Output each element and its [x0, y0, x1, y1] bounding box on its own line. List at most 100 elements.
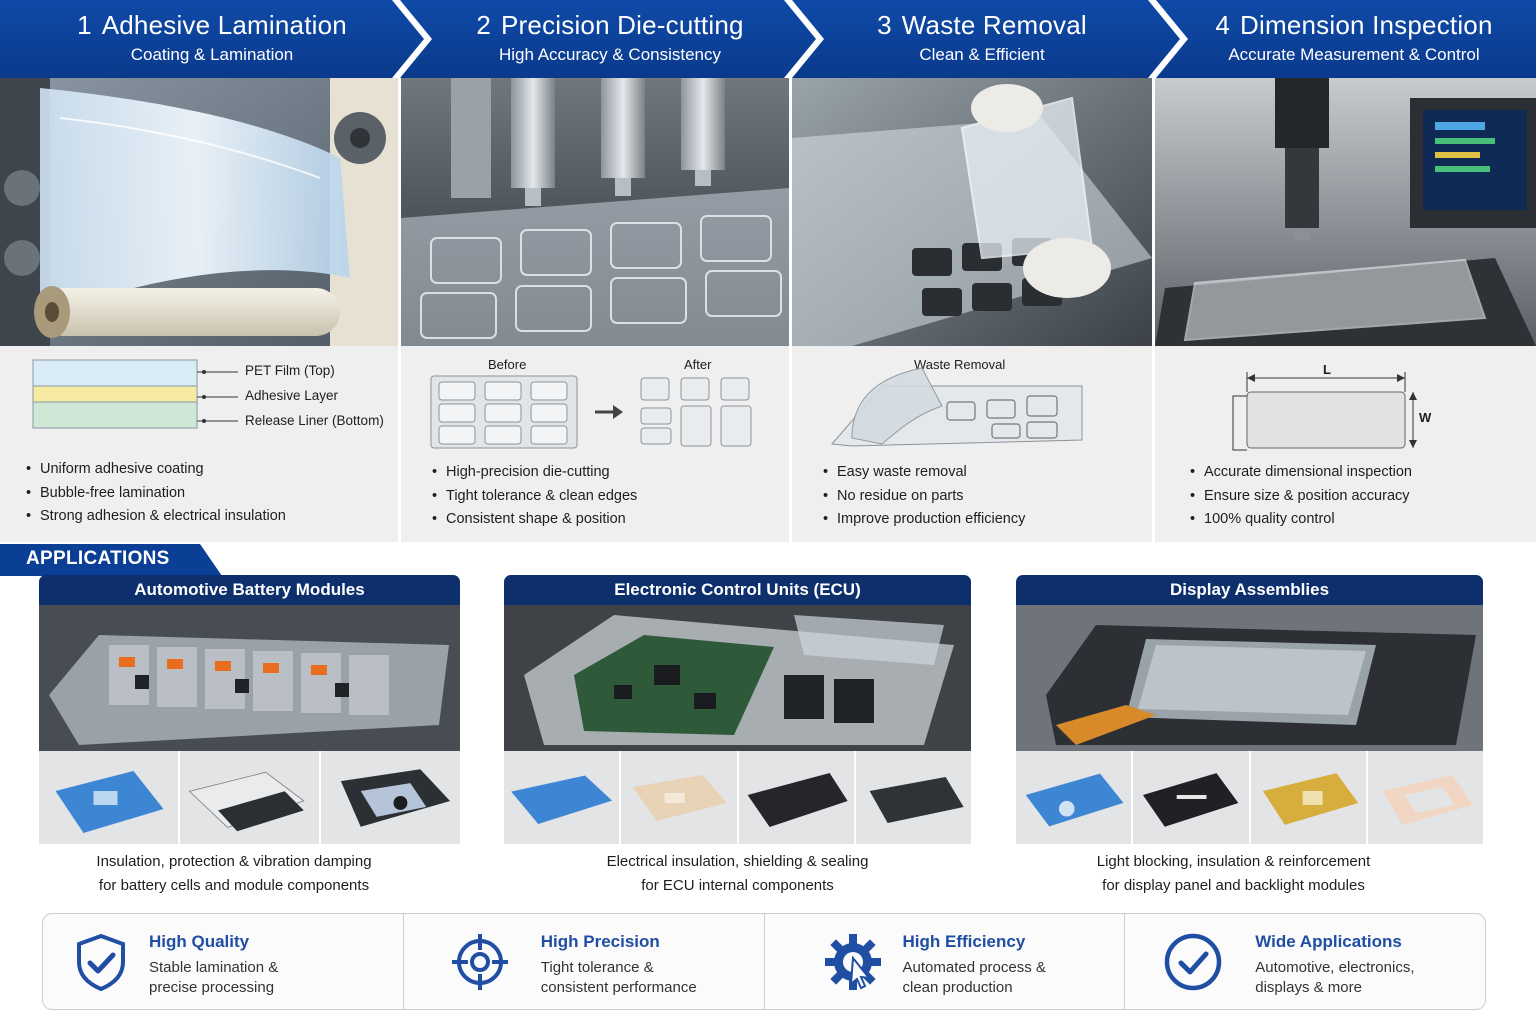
step-1-subtitle: Coating & Lamination: [130, 45, 294, 64]
step-banner: [0, 0, 1536, 78]
step-3-header: 3 Waste Removal Clean & Efficient: [800, 0, 1164, 78]
bullet-item: Tight tolerance & clean edges: [432, 485, 637, 509]
step-3-subtitle: Clean & Efficient: [919, 45, 1045, 64]
step-1-title: Adhesive Lamination: [101, 10, 347, 40]
feature-wide-applications: Wide Applications Automotive, electronic…: [1125, 914, 1485, 1009]
bullet-item: Strong adhesion & electrical insulation: [26, 505, 286, 529]
part-thumbnail: [180, 751, 319, 844]
bullet-item: 100% quality control: [1190, 508, 1412, 532]
applications-heading: APPLICATIONS: [26, 548, 170, 569]
caption-line: Light blocking, insulation & reinforceme…: [1096, 853, 1371, 870]
feature-high-quality: High Quality Stable lamination & precise …: [43, 914, 404, 1009]
caption-line: for ECU internal components: [641, 877, 834, 894]
features-bar: High Quality Stable lamination & precise …: [42, 913, 1486, 1010]
step-1-title-line: 1 Adhesive Lamination: [0, 10, 424, 40]
app-caption-ecu: Electrical insulation, shielding & seali…: [504, 850, 971, 898]
app-card-ecu: Electronic Control Units (ECU): [504, 575, 971, 844]
part-thumbnail: [1367, 751, 1483, 844]
part-thumbnail: [504, 751, 620, 844]
bullet-item: Accurate dimensional inspection: [1190, 461, 1412, 485]
step-4-number: 4: [1215, 10, 1231, 40]
feature-title: High Efficiency: [902, 932, 1026, 951]
display-parts-row: [1016, 751, 1483, 844]
waste-removal-bullets: Easy waste removal No residue on parts I…: [823, 461, 1025, 532]
battery-module-photo: [39, 605, 460, 751]
length-label: L: [1323, 362, 1331, 377]
step-1-number: 1: [77, 10, 92, 40]
app-caption-battery: Insulation, protection & vibration dampi…: [39, 850, 429, 898]
feature-line: displays & more: [1255, 979, 1362, 996]
step-arrow-2: [400, 0, 816, 78]
diecutting-bullets: High-precision die-cutting Tight toleran…: [432, 461, 637, 532]
feature-title: Wide Applications: [1255, 932, 1402, 951]
bullet-item: Bubble-free lamination: [26, 482, 286, 506]
bullet-item: Uniform adhesive coating: [26, 458, 286, 482]
lamination-layer-diagram: [32, 359, 238, 429]
caption-line: Electrical insulation, shielding & seali…: [606, 853, 869, 870]
bullet-item: Improve production efficiency: [823, 508, 1025, 532]
layer-label-liner: Release Liner (Bottom): [245, 413, 384, 428]
waste-removal-label: Waste Removal: [914, 357, 1006, 372]
feature-desc: Tight tolerance &consistent performance: [541, 958, 771, 998]
before-sheet-illustration: [430, 375, 578, 449]
feature-desc: Automated process &clean production: [903, 958, 1133, 998]
waste-removal-photo: [792, 78, 1152, 346]
gear-cursor-icon: [824, 934, 881, 990]
applications-tag-shape: [0, 544, 222, 576]
app-title-display: Display Assemblies: [1016, 575, 1483, 605]
part-thumbnail: [738, 751, 854, 844]
step-3-number: 3: [877, 10, 892, 40]
feature-desc: Stable lamination & precise processing: [149, 958, 379, 998]
inspection-photo: [1155, 78, 1536, 346]
bullet-item: No residue on parts: [823, 485, 1025, 509]
inspection-bullets: Accurate dimensional inspection Ensure s…: [1190, 461, 1412, 532]
inspection-panel: L W Accurate dimensional inspection Ensu…: [1155, 346, 1536, 542]
caption-line: Insulation, protection & vibration dampi…: [96, 853, 372, 870]
step-3-title-line: 3 Waste Removal: [800, 10, 1164, 40]
step-arrow-3: [792, 0, 1180, 78]
display-assembly-photo: [1016, 605, 1483, 751]
before-label: Before: [488, 357, 527, 372]
app-caption-display: Light blocking, insulation & reinforceme…: [1000, 850, 1467, 898]
bullet-item: High-precision die-cutting: [432, 461, 637, 485]
ecu-photo: [504, 605, 971, 751]
bullet-item: Consistent shape & position: [432, 508, 637, 532]
step-3-title: Waste Removal: [901, 10, 1087, 40]
bullet-item: Ensure size & position accuracy: [1190, 485, 1412, 509]
feature-high-precision: High Precision Tight tolerance &consiste…: [404, 914, 765, 1009]
app-title-battery: Automotive Battery Modules: [39, 575, 460, 605]
dimension-diagram: [1232, 372, 1417, 451]
lamination-panel: PET Film (Top) Adhesive Layer Release Li…: [0, 346, 398, 542]
feature-line: Stable lamination &: [149, 959, 279, 976]
step-4-subtitle: Accurate Measurement & Control: [1228, 45, 1480, 64]
step-arrow-1: [0, 0, 424, 78]
part-thumbnail: [321, 751, 460, 844]
part-thumbnail: [1133, 751, 1249, 844]
feature-line: consistent performance: [540, 979, 697, 996]
before-after-diagram: [430, 375, 752, 449]
crosshair-icon: [451, 934, 508, 990]
app-title-ecu: Electronic Control Units (ECU): [504, 575, 971, 605]
ecu-parts-row: [504, 751, 971, 844]
check-circle-icon: [1165, 933, 1222, 991]
waste-removal-illustration: [830, 367, 1083, 447]
waste-removal-panel: Waste Removal Easy waste removal No resi…: [792, 346, 1152, 542]
part-thumbnail: [39, 751, 178, 844]
feature-title: High Precision: [540, 932, 660, 951]
lamination-bullets: Uniform adhesive coating Bubble-free lam…: [26, 458, 286, 529]
width-label: W: [1419, 410, 1432, 425]
part-thumbnail: [1016, 751, 1132, 844]
app-card-display: Display Assemblies: [1016, 575, 1483, 844]
step-2-title: Precision Die-cutting: [501, 10, 744, 40]
feature-line: precise processing: [149, 979, 275, 996]
bullet-item: Easy waste removal: [823, 461, 1025, 485]
layer-label-pet: PET Film (Top): [245, 363, 335, 378]
diecutting-photo: [401, 78, 789, 346]
feature-title: High Quality: [149, 932, 250, 951]
caption-line: for battery cells and module components: [98, 877, 370, 894]
part-thumbnail: [621, 751, 737, 844]
